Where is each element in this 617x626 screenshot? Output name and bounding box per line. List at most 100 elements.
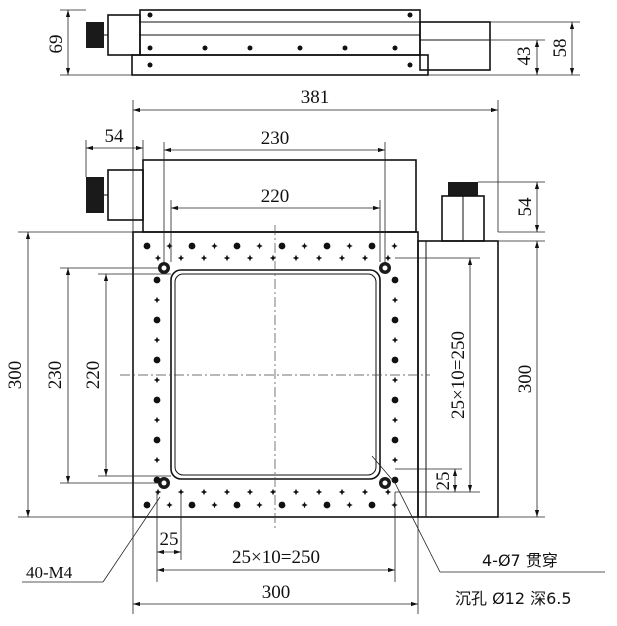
callout-counterbore: 沉孔 Ø12 深6.5 [455, 589, 572, 608]
side-view-right-motor [419, 21, 491, 71]
top-view-window [170, 269, 381, 480]
mount-hole-mark [278, 242, 286, 250]
through-holes [158, 262, 391, 489]
tapped-hole-mark [246, 488, 254, 496]
tapped-hole-mark [361, 254, 369, 262]
mount-hole-mark [153, 316, 161, 324]
mount-hole-mark [153, 436, 161, 444]
tapped-hole-mark [391, 376, 399, 384]
tapped-hole-mark [166, 242, 173, 250]
tapped-hole-mark [211, 501, 218, 509]
mount-hole-mark [188, 501, 196, 509]
tapped-hole-mark [223, 488, 231, 496]
tapped-hole-mark [154, 254, 162, 262]
callout-through-holes: 4-Ø7 贯穿 [482, 551, 558, 570]
top-view-plate [132, 231, 419, 518]
side-view-left-motor [107, 14, 141, 56]
mount-hole-mark [143, 242, 151, 250]
dim-69-label: 69 [46, 35, 67, 54]
mount-hole-mark [188, 242, 196, 250]
mount-hole-mark [153, 396, 161, 404]
top-view-left-knob [86, 177, 104, 213]
tapped-hole-mark [153, 416, 161, 424]
mount-hole-mark [143, 501, 151, 509]
dim-43-label: 43 [514, 47, 535, 66]
mount-hole-mark [391, 356, 399, 364]
dim-25-right-label: 25 [433, 472, 454, 491]
mount-hole-mark [323, 501, 331, 509]
side-view-body [139, 9, 421, 56]
tapped-hole-mark [200, 254, 208, 262]
tapped-hole-mark [256, 242, 263, 250]
mount-hole-mark [391, 396, 399, 404]
top-view-right-knob [448, 182, 478, 196]
tapped-hole-mark [211, 242, 218, 250]
top-view-right-rail [417, 240, 499, 518]
tapped-hole-mark [166, 501, 173, 509]
tapped-hole-mark [269, 488, 277, 496]
dim-54-left-label: 54 [105, 126, 125, 147]
mount-hole-mark [233, 501, 241, 509]
dim-220-vertical-label: 220 [83, 361, 104, 390]
mount-hole-mark [233, 242, 241, 250]
tapped-hole-mark [391, 416, 399, 424]
mount-hole-mark [153, 356, 161, 364]
top-view-left-motor [107, 169, 144, 221]
mount-hole-mark [391, 276, 399, 284]
mount-hole-mark [153, 276, 161, 284]
mount-hole-mark [278, 501, 286, 509]
tapped-hole-mark [391, 296, 399, 304]
tapped-hole-mark [153, 336, 161, 344]
tapped-hole-mark [315, 488, 323, 496]
mount-hole-mark [391, 476, 399, 484]
tapped-hole-mark [153, 456, 161, 464]
dim-54-right-label: 54 [515, 197, 536, 217]
tapped-hole-mark [346, 242, 353, 250]
tapped-hole-mark [384, 488, 392, 496]
mount-hole-mark [368, 501, 376, 509]
dim-381-label: 381 [301, 87, 330, 108]
tapped-hole-mark [223, 254, 231, 262]
callout-tapped-holes: 40-M4 [26, 563, 73, 582]
dim-300-bottom-label: 300 [262, 582, 291, 603]
dim-381: 381 [132, 87, 499, 232]
tapped-hole-pattern [143, 242, 399, 509]
tapped-hole-mark [292, 488, 300, 496]
dim-230-horizontal-label: 230 [261, 128, 290, 149]
mount-hole-mark [391, 316, 399, 324]
tapped-hole-mark [269, 254, 277, 262]
side-view-left-knob [86, 22, 104, 48]
tapped-hole-mark [315, 254, 323, 262]
side-view-base [131, 54, 429, 76]
dim-58-label: 58 [550, 39, 571, 58]
mount-hole-mark [391, 436, 399, 444]
tapped-hole-mark [391, 336, 399, 344]
mount-hole-mark [153, 476, 161, 484]
dim-300-right-label: 300 [515, 365, 536, 394]
tapped-hole-mark [301, 242, 308, 250]
dim-250-horizontal-label: 25×10=250 [232, 547, 320, 568]
tapped-hole-mark [338, 254, 346, 262]
tapped-hole-mark [292, 254, 300, 262]
dim-250-vertical-label: 25×10=250 [448, 331, 469, 419]
tapped-hole-mark [154, 488, 162, 496]
tapped-hole-mark [200, 488, 208, 496]
tapped-hole-mark [153, 376, 161, 384]
tapped-hole-mark [338, 488, 346, 496]
tapped-hole-mark [256, 501, 263, 509]
tapped-hole-mark [391, 456, 399, 464]
tapped-hole-mark [391, 501, 398, 509]
tapped-hole-mark [346, 501, 353, 509]
tapped-hole-mark [301, 501, 308, 509]
dim-25-bottom-label: 25 [160, 529, 179, 550]
tapped-hole-mark [361, 488, 369, 496]
mount-hole-mark [323, 242, 331, 250]
top-view [86, 159, 499, 530]
tapped-hole-mark [177, 254, 185, 262]
dim-300-left-label: 300 [5, 361, 26, 390]
tapped-hole-mark [384, 254, 392, 262]
dim-220-horizontal-label: 220 [261, 186, 290, 207]
mount-hole-mark [368, 242, 376, 250]
side-view: 69 43 58 [46, 9, 580, 76]
